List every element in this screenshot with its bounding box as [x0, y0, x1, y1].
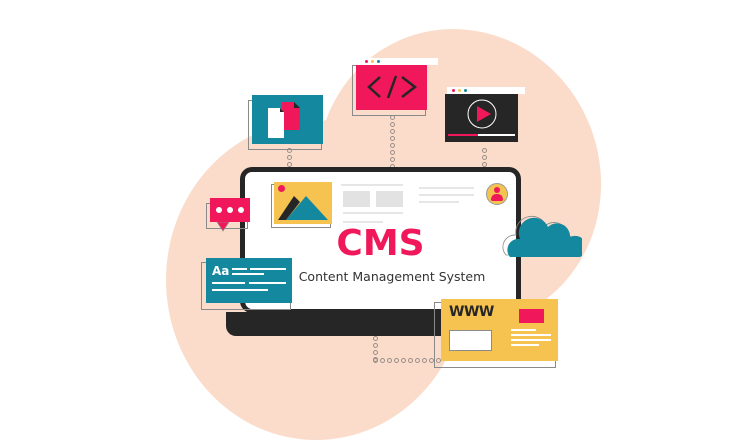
document-files-icon [268, 102, 300, 138]
user-avatar-icon[interactable] [486, 183, 508, 205]
image-icon [274, 182, 332, 224]
chat-bubble-icon[interactable] [210, 198, 250, 222]
connector-video [482, 148, 487, 167]
connector-bottom-horizontal [373, 358, 441, 363]
code-icon [367, 75, 418, 99]
video-progress-bar[interactable] [448, 134, 515, 136]
video-play-icon [467, 99, 497, 129]
text-line [419, 201, 459, 203]
code-card[interactable] [356, 65, 427, 110]
documents-card[interactable] [252, 95, 323, 144]
cloud-icon [502, 215, 582, 257]
connector-documents [287, 148, 292, 167]
thumbnail-1 [343, 191, 370, 207]
text-font-icon: Aa [212, 264, 230, 278]
website-card[interactable]: WWW [441, 299, 558, 361]
video-card[interactable] [445, 94, 518, 142]
website-image-block [519, 309, 544, 323]
text-line [343, 212, 403, 214]
cms-title: CMS [336, 223, 425, 264]
video-window-bar [447, 87, 525, 94]
cms-subtitle: Content Management System [298, 269, 486, 284]
thumbnail-2 [376, 191, 403, 207]
text-line [341, 184, 403, 186]
text-line [343, 221, 383, 223]
website-content-block [449, 330, 492, 351]
code-window-bar [360, 58, 438, 65]
text-font-card[interactable]: Aa [206, 258, 292, 303]
text-line [419, 187, 474, 189]
text-line [419, 194, 474, 196]
website-www-icon: WWW [449, 304, 494, 320]
chat-tail [216, 222, 230, 232]
